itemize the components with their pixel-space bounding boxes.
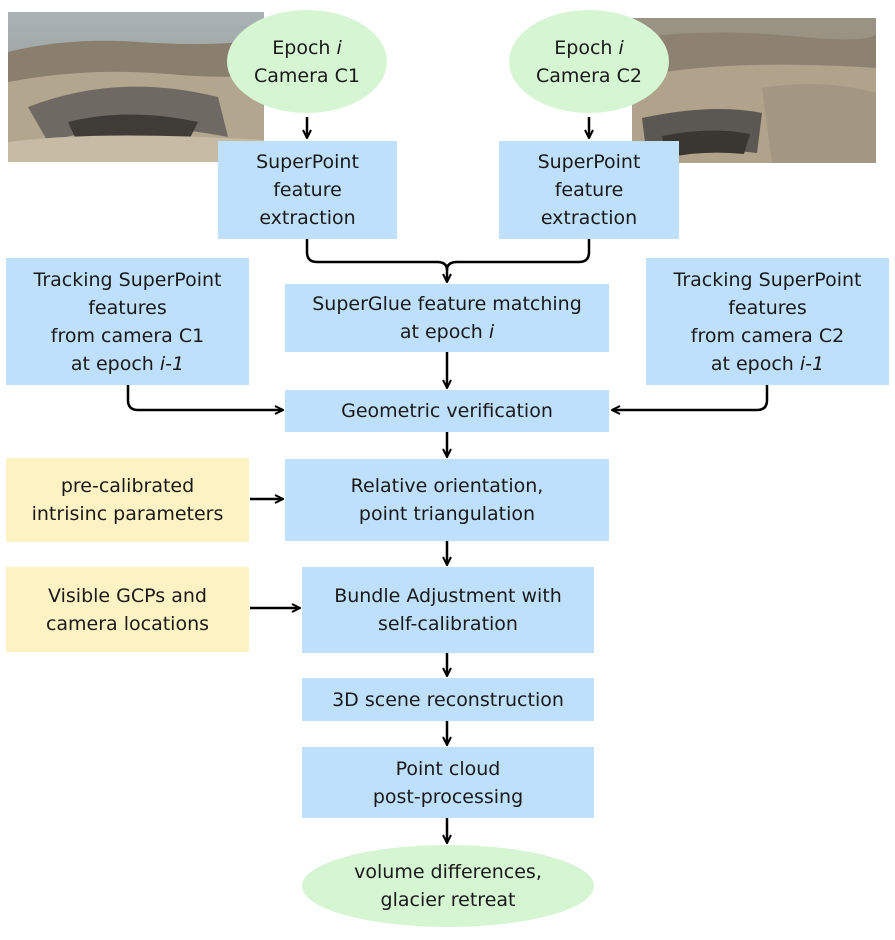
gcp-line2: camera locations bbox=[45, 612, 210, 635]
output-line1: volume differences, bbox=[354, 861, 542, 883]
epoch-c1-node: Epoch i Camera C1 bbox=[227, 10, 387, 113]
track-c2-line1: Tracking SuperPoint bbox=[673, 268, 862, 291]
epoch-c2-node: Epoch i Camera C2 bbox=[509, 10, 669, 113]
superglue-line1: SuperGlue feature matching bbox=[312, 293, 582, 315]
relori-line1: Relative orientation, bbox=[350, 475, 544, 497]
track-c1-line1: Tracking SuperPoint bbox=[33, 268, 222, 291]
track-c2-line4: at epoch i-1 bbox=[710, 352, 825, 375]
epoch-c2-line2: Camera C2 bbox=[536, 64, 642, 87]
superglue-line2: at epoch i bbox=[399, 321, 495, 343]
relori-line2: point triangulation bbox=[358, 503, 536, 525]
superglue-node: SuperGlue feature matching at epoch i bbox=[285, 284, 609, 352]
tracking-c2-node: Tracking SuperPoint features from camera C… bbox=[646, 258, 889, 385]
sp-c2-line1: SuperPoint bbox=[537, 151, 641, 173]
track-c1-line4: at epoch i-1 bbox=[70, 352, 185, 375]
sp-c1-line1: SuperPoint bbox=[256, 151, 359, 173]
output-node: volume differences, glacier retreat bbox=[302, 845, 594, 927]
track-c2-line3: from camera C2 bbox=[690, 324, 845, 347]
tracking-c1-node: Tracking SuperPoint features from camera C… bbox=[6, 258, 249, 385]
track-c1-line2: features bbox=[88, 296, 167, 319]
glacier-photo-c1 bbox=[8, 12, 264, 162]
intrinsic-parameters-node: pre-calibrated intrisinc parameters bbox=[6, 458, 249, 542]
bundle-line2: self-calibration bbox=[378, 613, 518, 635]
output-line2: glacier retreat bbox=[380, 889, 516, 911]
superpoint-c1-node: SuperPoint feature extraction bbox=[218, 141, 397, 239]
relative-orientation-node: Relative orientation, point triangulation bbox=[285, 459, 609, 541]
geometric-verification-node: Geometric verification bbox=[285, 390, 609, 432]
glacier-photo-c2 bbox=[632, 18, 876, 163]
sp-c2-line3: extraction bbox=[540, 207, 638, 229]
track-c2-line2: features bbox=[728, 296, 807, 319]
gcp-line1: Visible GCPs and bbox=[48, 584, 207, 607]
pointcloud-line1: Point cloud bbox=[395, 757, 501, 780]
intrinsic-line2: intrisinc parameters bbox=[31, 503, 224, 525]
geo-line1: Geometric verification bbox=[341, 400, 553, 422]
bundle-adjustment-node: Bundle Adjustment with self-calibration bbox=[302, 567, 594, 653]
scene-reconstruction-node: 3D scene reconstruction bbox=[302, 678, 594, 721]
epoch-c1-line2: Camera C1 bbox=[254, 64, 360, 87]
pointcloud-line2: post-processing bbox=[372, 785, 524, 808]
superpoint-c2-node: SuperPoint feature extraction bbox=[499, 141, 679, 239]
point-cloud-node: Point cloud post-processing bbox=[302, 747, 594, 818]
gcp-node: Visible GCPs and camera locations bbox=[6, 567, 249, 652]
track-c1-line3: from camera C1 bbox=[50, 324, 205, 347]
recon-line1: 3D scene reconstruction bbox=[332, 688, 564, 711]
sp-c2-line2: feature bbox=[554, 179, 624, 201]
epoch-c2-line1: Epoch i bbox=[554, 36, 624, 59]
sp-c1-line2: feature bbox=[273, 179, 342, 201]
bundle-line1: Bundle Adjustment with bbox=[334, 585, 562, 607]
epoch-c1-line1: Epoch i bbox=[272, 36, 342, 59]
intrinsic-line1: pre-calibrated bbox=[60, 475, 195, 497]
sp-c1-line3: extraction bbox=[259, 207, 356, 229]
